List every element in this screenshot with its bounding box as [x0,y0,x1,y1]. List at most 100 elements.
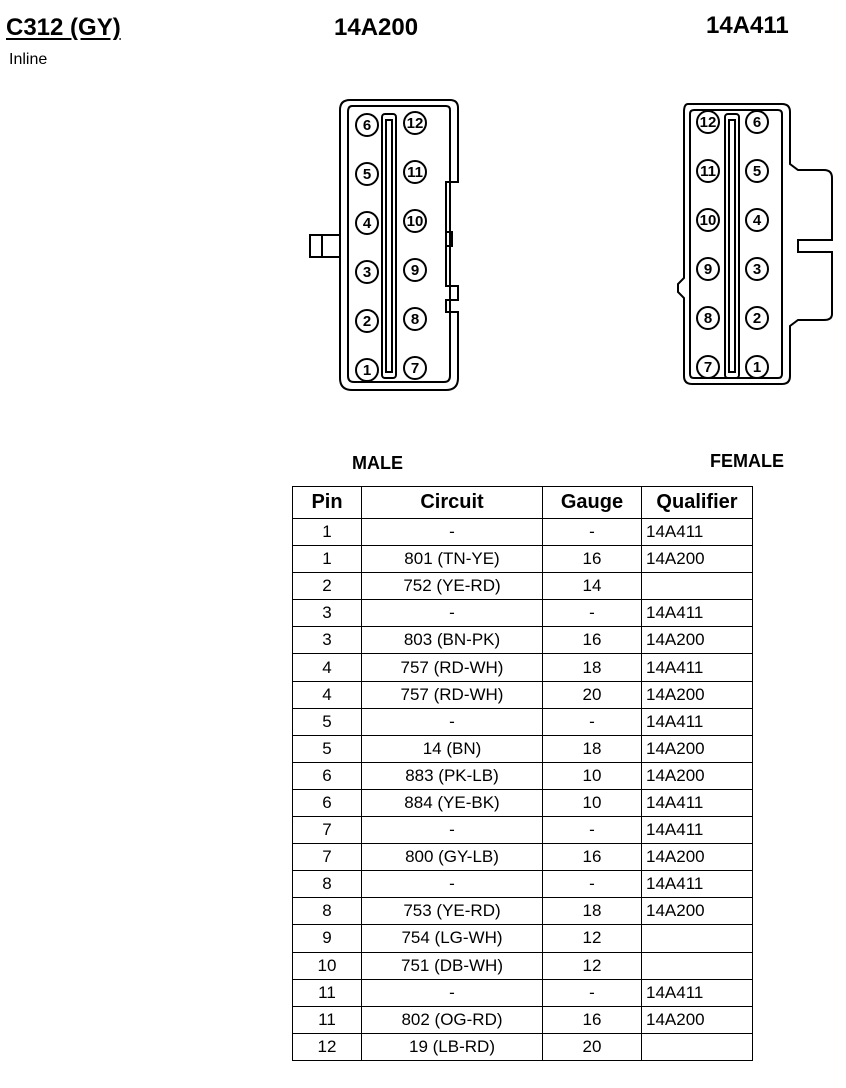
pin-socket [403,209,427,233]
pin-cell: 2 [292,572,362,601]
circuit-cell: 803 (BN-PK) [361,626,543,655]
circuit-cell: - [361,707,543,736]
male-part-number: 14A200 [334,14,419,41]
male-latch-tab [309,234,341,258]
table-row: 7--14A411 [292,816,753,845]
circuit-cell: 752 (YE-RD) [361,572,543,601]
gauge-cell: 20 [542,680,642,709]
male-side-key [445,231,453,247]
pin-number: 4 [363,215,372,232]
pin-cell: 1 [292,545,362,574]
pin-socket [745,257,769,281]
pin-number: 9 [704,261,712,278]
gauge-cell: 20 [542,1032,642,1061]
table-row: 8--14A411 [292,870,753,899]
circuit-cell: 883 (PK-LB) [361,761,543,790]
pin-cell: 11 [292,978,362,1007]
pin-cell: 8 [292,897,362,926]
pin-number: 11 [700,163,716,180]
pin-cell: 6 [292,761,362,790]
pin-socket [403,307,427,331]
qualifier-cell: 14A411 [641,788,753,818]
pin-socket [745,306,769,330]
male-connector-outline [339,99,459,391]
pin-number: 5 [753,163,761,180]
pin-number: 5 [363,166,371,183]
pin-socket [696,208,720,232]
qualifier-cell: 14A411 [641,599,753,628]
pin-cell: 5 [292,734,362,763]
qualifier-cell [641,924,753,953]
table-row: 11--14A411 [292,978,753,1007]
pin-socket [403,160,427,184]
pin-socket [745,159,769,183]
qualifier-cell: 14A200 [641,680,753,709]
qualifier-cell: 14A200 [641,1005,753,1034]
pin-cell: 8 [292,870,362,899]
qualifier-cell: 14A200 [641,734,753,763]
qualifier-cell: 14A200 [641,843,753,872]
header-gauge: Gauge [542,486,642,519]
qualifier-cell [641,572,753,601]
pin-cell: 4 [292,680,362,709]
pin-number: 7 [411,360,419,377]
gauge-cell: - [542,517,642,547]
pin-cell: 1 [292,517,362,547]
qualifier-cell: 14A200 [641,626,753,655]
pin-number: 8 [411,311,419,328]
gauge-cell: - [542,870,642,899]
pin-number: 2 [753,310,761,327]
circuit-cell: - [361,978,543,1007]
pin-number: 6 [753,114,761,131]
pin-socket [355,358,379,382]
pin-socket [696,110,720,134]
pin-socket [745,355,769,379]
circuit-cell: 800 (GY-LB) [361,843,543,872]
circuit-cell: 19 (LB-RD) [361,1032,543,1061]
qualifier-cell: 14A411 [641,517,753,547]
male-label: MALE [352,453,403,473]
circuit-cell: 753 (YE-RD) [361,897,543,926]
gauge-cell: 18 [542,653,642,682]
gauge-cell: - [542,816,642,845]
gauge-cell: 16 [542,1005,642,1034]
pin-cell: 10 [292,951,362,980]
pin-number: 1 [753,359,761,376]
circuit-cell: - [361,816,543,845]
connector-id: C312 (GY) [6,14,121,41]
gauge-cell: 10 [542,761,642,790]
pin-number: 11 [407,164,423,181]
pin-number: 8 [704,310,712,327]
pin-number: 6 [363,117,371,134]
pin-number: 3 [753,261,761,278]
qualifier-cell: 14A411 [641,870,753,899]
gauge-cell: 12 [542,924,642,953]
pin-cell: 11 [292,1005,362,1034]
circuit-cell: 801 (TN-YE) [361,545,543,574]
pin-socket [745,110,769,134]
pin-socket [696,355,720,379]
gauge-cell: 10 [542,788,642,818]
gauge-cell: - [542,707,642,736]
gauge-cell: 14 [542,572,642,601]
male-center-divider [381,113,397,379]
pin-socket [355,211,379,235]
gauge-cell: 18 [542,897,642,926]
pin-cell: 4 [292,653,362,682]
pin-number: 7 [704,359,712,376]
pin-number: 10 [407,213,424,230]
table-row: 1--14A411 [292,517,753,547]
circuit-cell: 754 (LG-WH) [361,924,543,953]
gauge-cell: 16 [542,626,642,655]
qualifier-cell: 14A200 [641,761,753,790]
pin-socket [355,113,379,137]
pin-socket [696,159,720,183]
